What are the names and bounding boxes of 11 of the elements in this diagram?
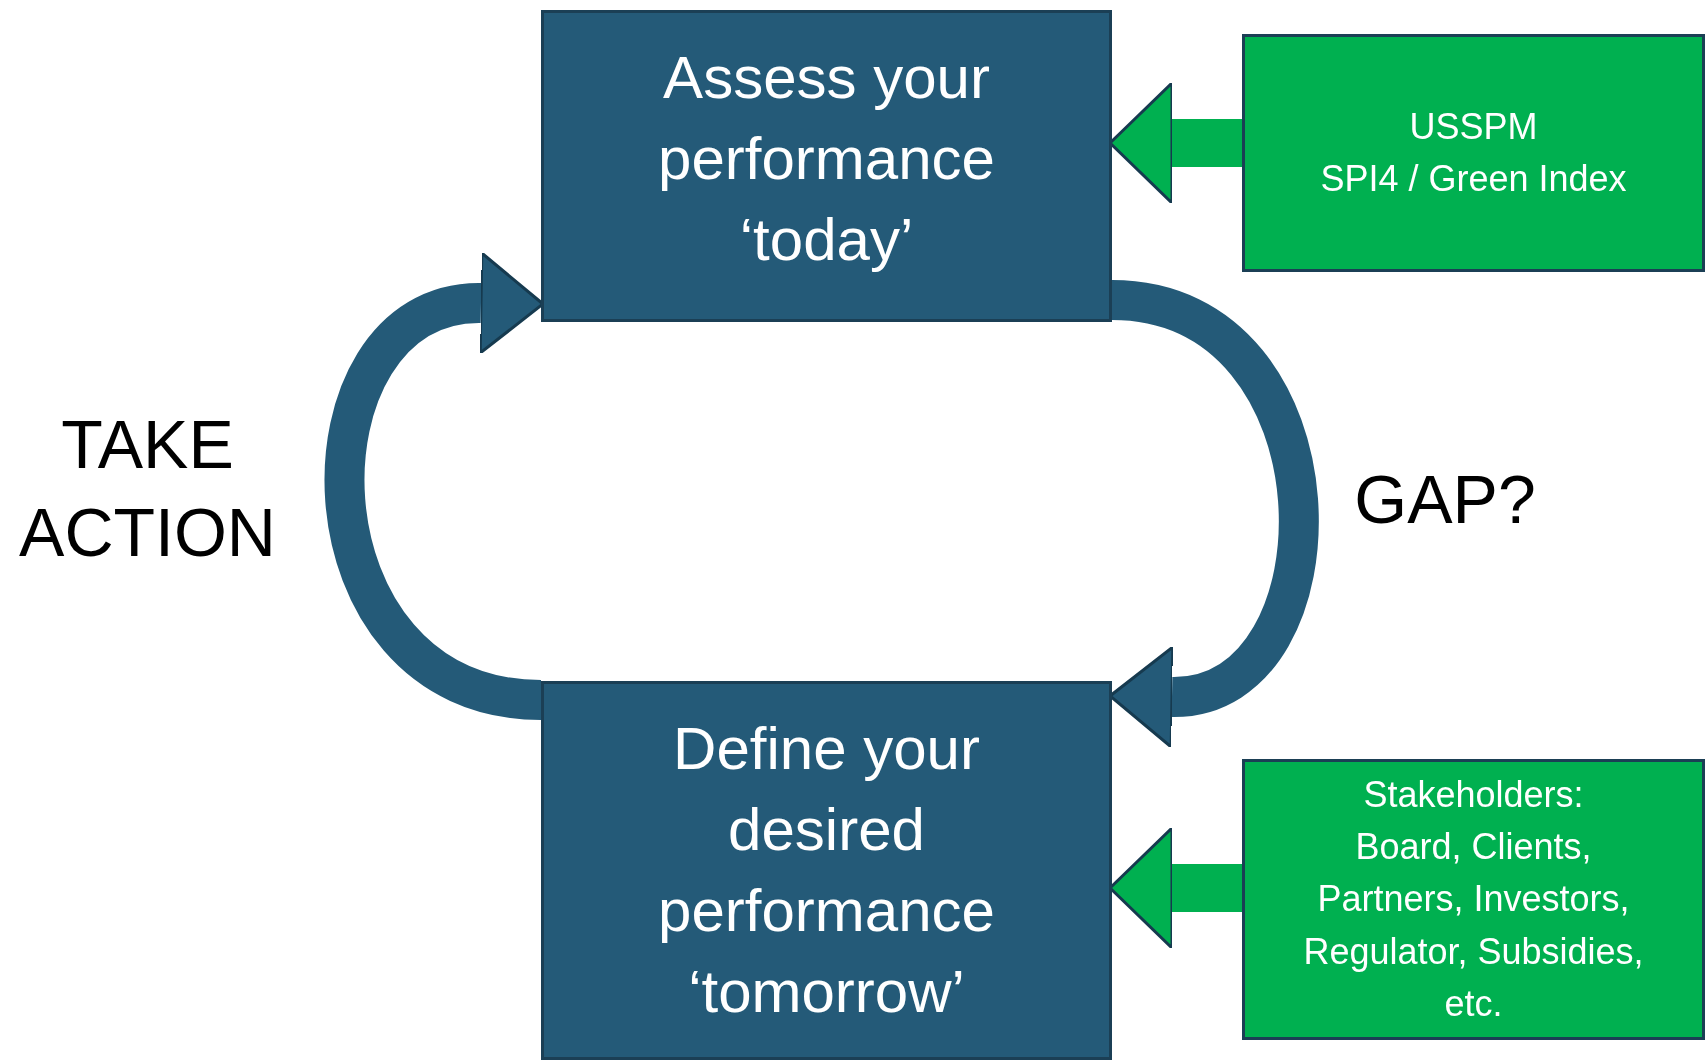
box-text: Define your desired performance ‘tomorrow’ — [657, 714, 996, 1027]
block-arrow — [325, 252, 544, 720]
box-text: Assess your performance ‘today’ — [657, 43, 996, 275]
box-text: Board, Clients, Partners, Investors, Regulator, Subsidies, etc. — [1302, 825, 1645, 1026]
box-text: Stakeholders: — [1363, 773, 1584, 818]
box-text: SPI4 / Green Index — [1320, 157, 1627, 201]
box-text: USSPM — [1409, 104, 1538, 149]
process-box — [541, 10, 1112, 322]
input-box — [1242, 759, 1705, 1040]
process-box — [541, 681, 1112, 1060]
input-box — [1242, 34, 1705, 272]
